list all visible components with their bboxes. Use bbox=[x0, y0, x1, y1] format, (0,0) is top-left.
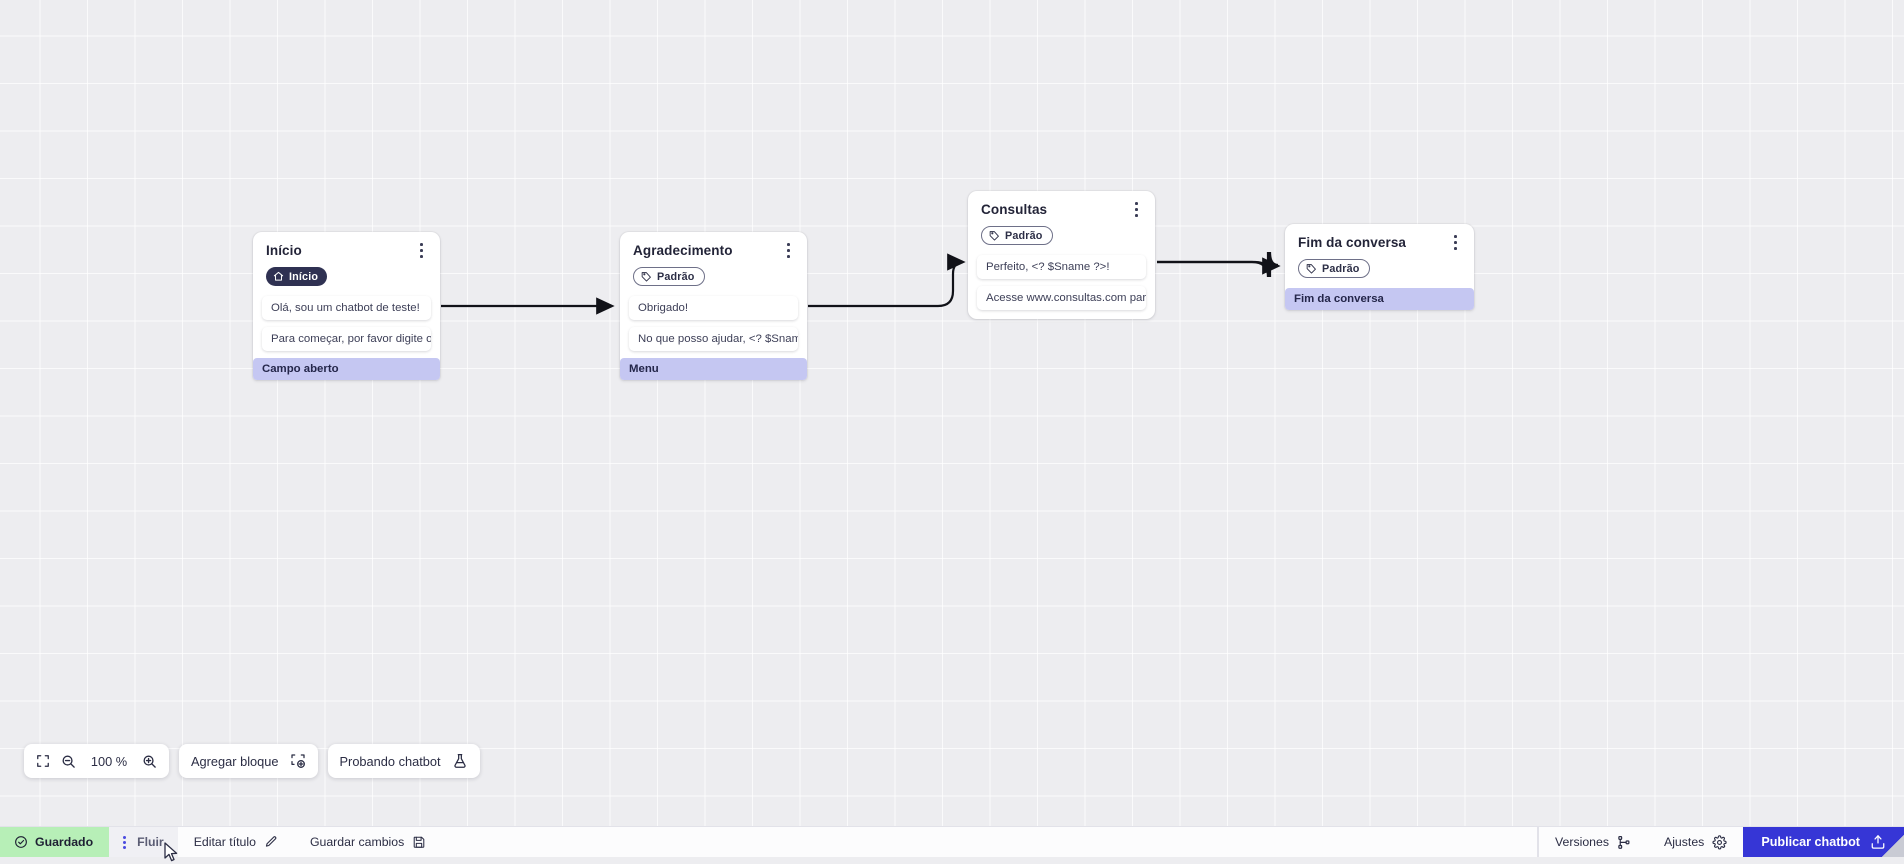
settings-label: Ajustes bbox=[1664, 835, 1704, 849]
node-menu-button[interactable] bbox=[1128, 201, 1144, 219]
edge-layer bbox=[0, 0, 1904, 826]
node-body: Perfeito, <? $Sname ?>! Acesse www.consu… bbox=[977, 255, 1146, 310]
node-badge-label: Padrão bbox=[1005, 230, 1043, 242]
fit-screen-icon[interactable] bbox=[36, 754, 50, 768]
status-bar-left: Guardado Fluir Editar título Guardar cam… bbox=[0, 827, 442, 857]
node-menu-button[interactable] bbox=[780, 242, 796, 260]
window-resize-grip[interactable] bbox=[1882, 835, 1904, 857]
node-badge-padrao[interactable]: Padrão bbox=[633, 267, 705, 286]
node-badge-row: Início bbox=[262, 260, 431, 296]
node-body: Obrigado! No que posso ajudar, <? $Sname… bbox=[629, 296, 798, 380]
node-badge-row: Padrão bbox=[977, 219, 1146, 255]
node-chip[interactable]: Fim da conversa bbox=[1285, 288, 1474, 310]
node-message[interactable]: Perfeito, <? $Sname ?>! bbox=[977, 255, 1146, 279]
add-block-button[interactable]: Agregar bloque bbox=[179, 744, 318, 778]
check-circle-icon bbox=[14, 835, 28, 849]
node-header: Início bbox=[262, 241, 431, 260]
node-badge-label: Padrão bbox=[657, 271, 695, 283]
canvas-toolbar[interactable]: 100 % Agregar bloque Probando chatbot bbox=[24, 744, 480, 778]
edge-consultas-fim-b bbox=[1157, 252, 1278, 277]
gear-icon bbox=[1712, 835, 1727, 850]
tab-fluir-label: Fluir bbox=[137, 835, 164, 849]
tab-fluir[interactable]: Fluir bbox=[109, 827, 178, 857]
edge-consultas-fim bbox=[1157, 252, 1278, 277]
node-badge-row: Padrão bbox=[1294, 252, 1465, 288]
tag-icon bbox=[989, 230, 1000, 241]
tag-icon bbox=[641, 271, 652, 282]
status-bar-spacer bbox=[442, 827, 1538, 857]
node-title: Fim da conversa bbox=[1298, 235, 1406, 250]
flow-node-agradecimento[interactable]: Agradecimento Padrão Obrigado! No que po… bbox=[620, 232, 807, 380]
node-badge-label: Início bbox=[289, 271, 318, 283]
zoom-out-icon[interactable] bbox=[61, 754, 76, 769]
test-chatbot-label: Probando chatbot bbox=[340, 754, 441, 769]
bottom-status-bar: Guardado Fluir Editar título Guardar cam… bbox=[0, 826, 1904, 857]
saved-label: Guardado bbox=[35, 835, 93, 849]
versions-label: Versiones bbox=[1555, 835, 1609, 849]
node-message[interactable]: Olá, sou um chatbot de teste! bbox=[262, 296, 431, 320]
floppy-disk-icon bbox=[412, 835, 426, 849]
add-block-label: Agregar bloque bbox=[191, 754, 279, 769]
node-message[interactable]: Acesse www.consultas.com par... bbox=[977, 286, 1146, 310]
node-header: Consultas bbox=[977, 200, 1146, 219]
node-message[interactable]: No que posso ajudar, <? $Sname ... bbox=[629, 327, 798, 351]
node-badge-padrao[interactable]: Padrão bbox=[981, 226, 1053, 245]
node-badge-inicio[interactable]: Início bbox=[266, 267, 327, 286]
node-chip[interactable]: Campo aberto bbox=[253, 358, 440, 380]
branch-icon bbox=[1617, 835, 1632, 850]
node-header: Agradecimento bbox=[629, 241, 798, 260]
flow-canvas[interactable]: Início Início Olá, sou um chatbot de tes… bbox=[0, 0, 1904, 826]
vertical-dots-icon[interactable] bbox=[123, 835, 127, 850]
settings-button[interactable]: Ajustes bbox=[1648, 827, 1743, 857]
tag-icon bbox=[1306, 263, 1317, 274]
versions-button[interactable]: Versiones bbox=[1539, 827, 1648, 857]
publish-chatbot-button[interactable]: Publicar chatbot bbox=[1743, 827, 1904, 857]
node-body: Fim da conversa bbox=[1294, 288, 1465, 310]
save-changes-label: Guardar cambios bbox=[310, 835, 404, 849]
flow-node-consultas[interactable]: Consultas Padrão Perfeito, <? $Sname ?>!… bbox=[968, 191, 1155, 319]
node-message[interactable]: Obrigado! bbox=[629, 296, 798, 320]
node-menu-button[interactable] bbox=[1447, 234, 1463, 252]
node-title: Início bbox=[266, 243, 302, 258]
node-chip[interactable]: Menu bbox=[620, 358, 807, 380]
test-chatbot-button[interactable]: Probando chatbot bbox=[328, 744, 480, 778]
flow-node-fim-da-conversa[interactable]: Fim da conversa Padrão Fim da conversa bbox=[1285, 224, 1474, 310]
node-title: Agradecimento bbox=[633, 243, 733, 258]
status-bar-right: Versiones Ajustes Publicar chatbot bbox=[1538, 827, 1904, 857]
zoom-in-icon[interactable] bbox=[142, 754, 157, 769]
publish-label: Publicar chatbot bbox=[1761, 835, 1860, 849]
add-block-icon bbox=[290, 753, 306, 769]
node-badge-row: Padrão bbox=[629, 260, 798, 296]
saved-status-badge: Guardado bbox=[0, 827, 109, 857]
home-icon bbox=[273, 271, 284, 282]
node-badge-padrao[interactable]: Padrão bbox=[1298, 259, 1370, 278]
node-message[interactable]: Para começar, por favor digite o ... bbox=[262, 327, 431, 351]
edit-title-label: Editar título bbox=[194, 835, 256, 849]
save-changes-button[interactable]: Guardar cambios bbox=[294, 827, 442, 857]
edit-title-button[interactable]: Editar título bbox=[178, 827, 294, 857]
edge-agradecimento-consultas bbox=[808, 262, 963, 306]
node-body: Olá, sou um chatbot de teste! Para começ… bbox=[262, 296, 431, 380]
node-title: Consultas bbox=[981, 202, 1047, 217]
node-menu-button[interactable] bbox=[413, 242, 429, 260]
flask-icon bbox=[452, 753, 468, 769]
pencil-icon bbox=[264, 835, 278, 849]
node-header: Fim da conversa bbox=[1294, 233, 1465, 252]
flow-node-inicio[interactable]: Início Início Olá, sou um chatbot de tes… bbox=[253, 232, 440, 380]
node-badge-label: Padrão bbox=[1322, 263, 1360, 275]
zoom-level[interactable]: 100 % bbox=[87, 754, 131, 769]
zoom-controls[interactable]: 100 % bbox=[24, 744, 169, 778]
